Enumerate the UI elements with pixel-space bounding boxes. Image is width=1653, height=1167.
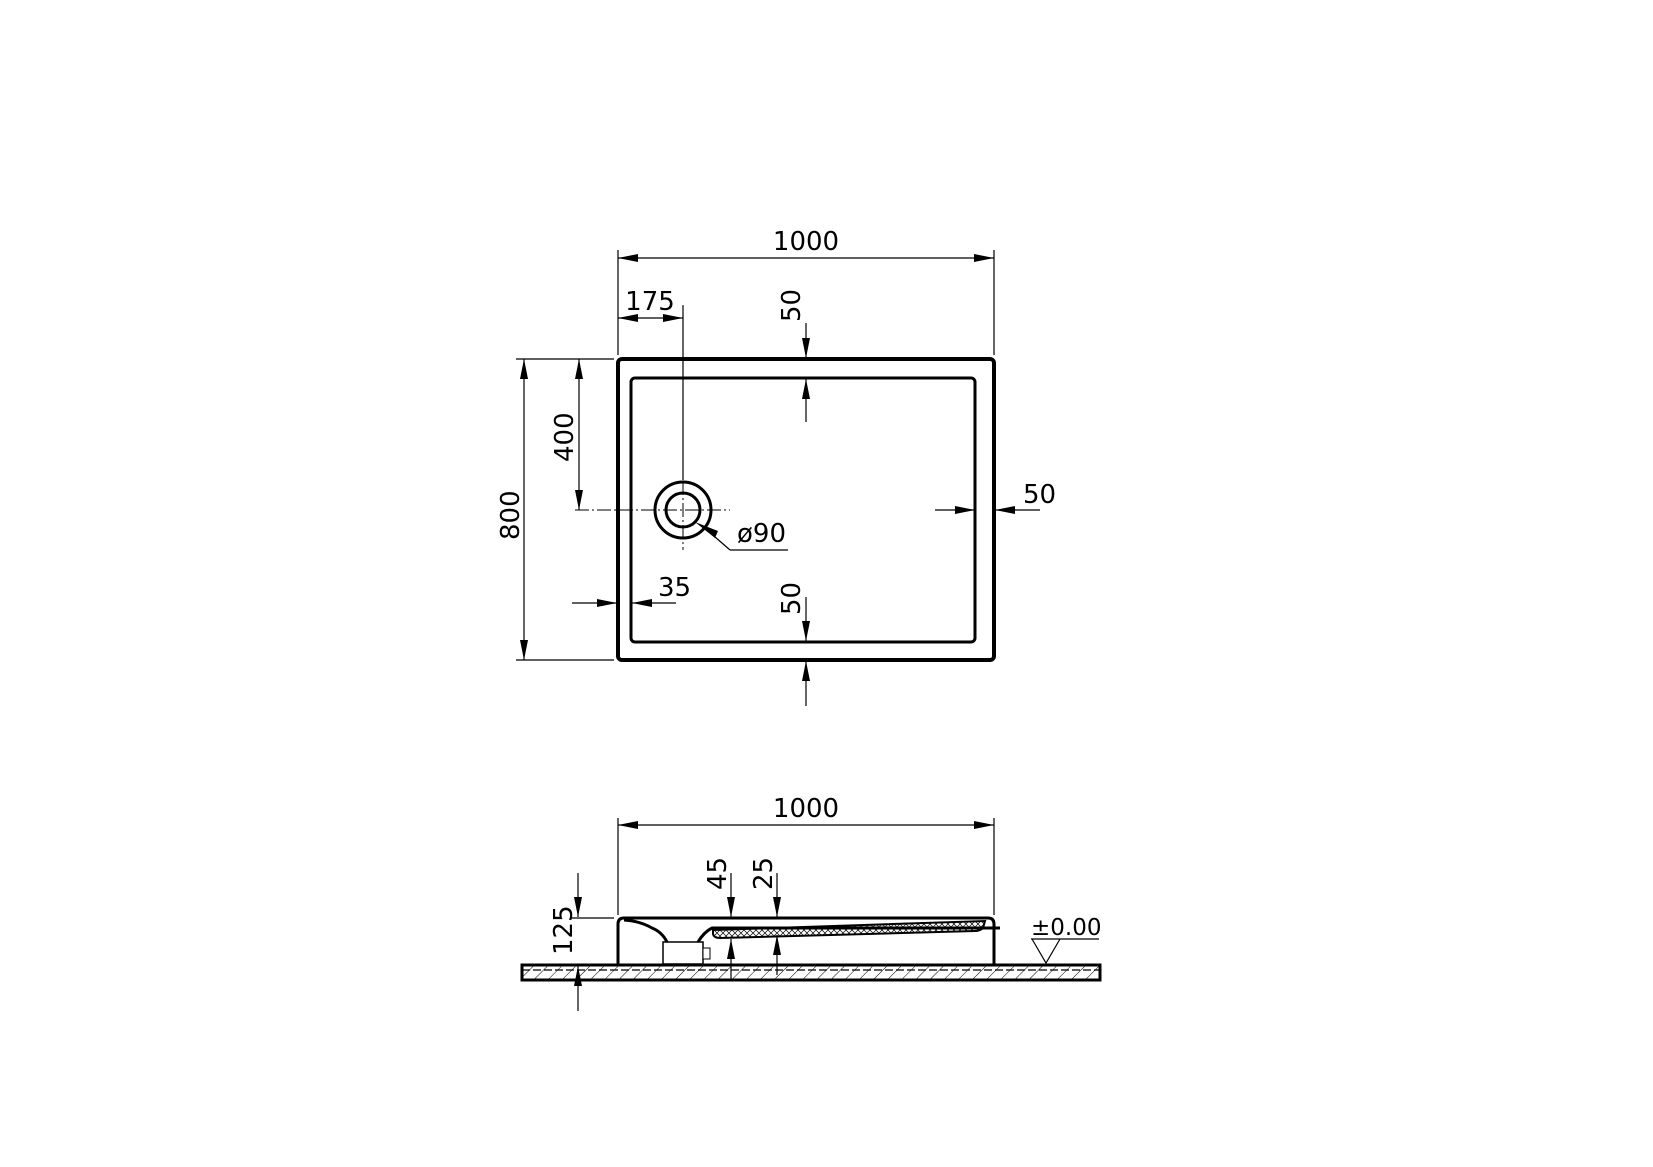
dim-total-height — [570, 873, 614, 1011]
tray-profile — [616, 916, 996, 964]
rim-right-label: 50 — [1023, 480, 1056, 510]
dim-overall-width — [617, 250, 995, 355]
side-view: 1000 125 45 25 ±0.00 — [520, 794, 1102, 1011]
level-marker-icon — [1031, 938, 1099, 965]
drain-offset-y-label: 400 — [550, 412, 580, 462]
sloped-layer — [712, 919, 987, 940]
drain-icon — [575, 305, 788, 551]
plan-view: ø90 1000 175 50 50 — [496, 227, 1056, 706]
plan-depth-label: 800 — [496, 490, 526, 540]
dim-drain-offset-x — [618, 306, 684, 480]
floor-level-label: ±0.00 — [1031, 915, 1101, 941]
side-width-label: 1000 — [773, 794, 839, 824]
floor-slab — [520, 963, 1102, 982]
floor-depth-label: 25 — [749, 857, 779, 890]
drain-diameter-label: ø90 — [737, 519, 786, 549]
drain-trap — [662, 941, 704, 965]
plan-width-label: 1000 — [773, 227, 839, 257]
rim-top-label: 50 — [777, 289, 807, 322]
drain-offset-x-label: 175 — [625, 287, 675, 317]
dim-overall-depth — [516, 358, 614, 661]
rim-left-label: 35 — [658, 573, 691, 603]
dim-side-width — [617, 818, 995, 915]
drain-depth-label: 45 — [703, 857, 733, 890]
rim-bottom-label: 50 — [777, 582, 807, 615]
tray-outer-edge — [616, 357, 996, 662]
total-height-label: 125 — [549, 905, 579, 955]
